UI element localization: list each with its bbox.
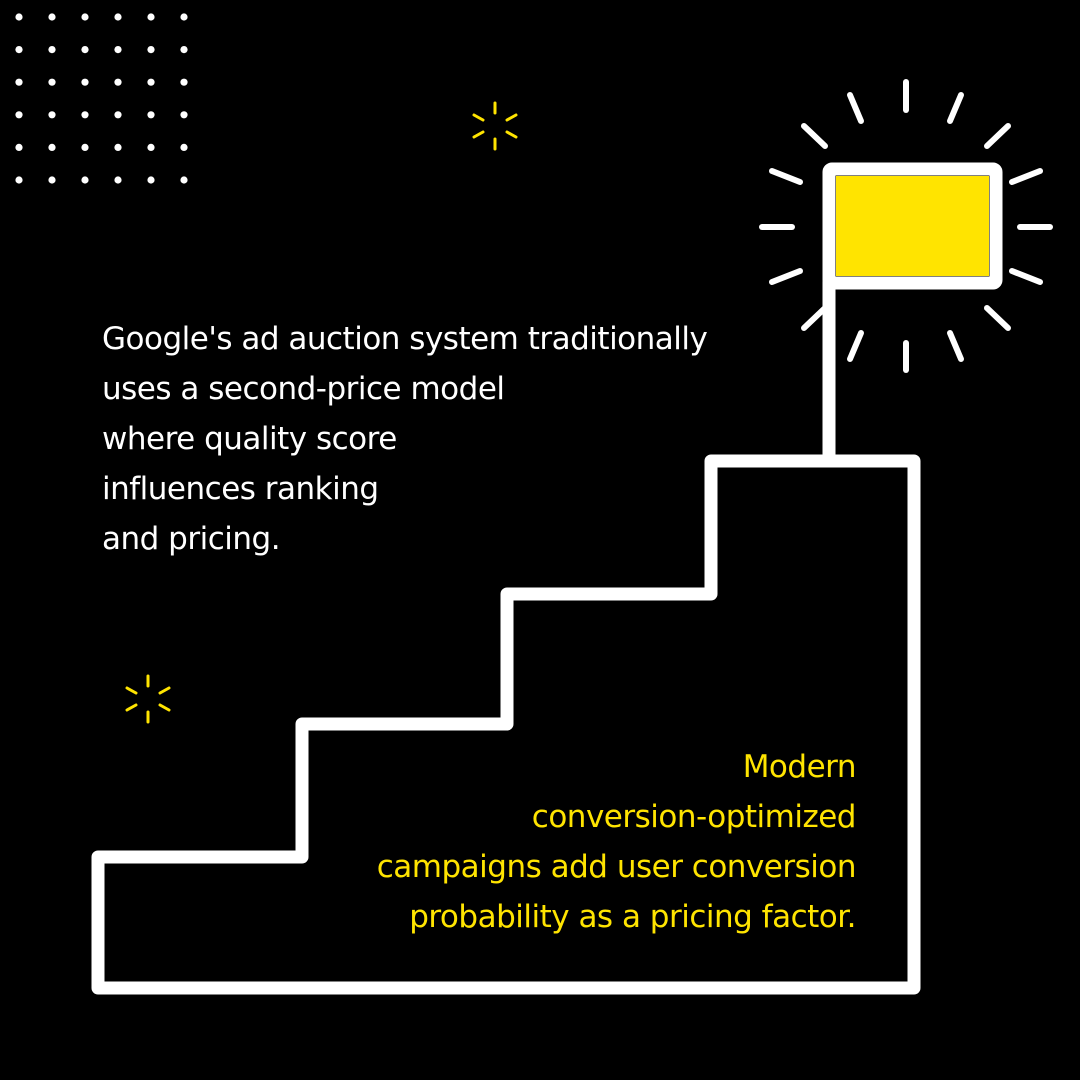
grid-dot — [48, 46, 56, 54]
grid-dot — [48, 13, 56, 21]
grid-dot — [114, 111, 122, 119]
dot-grid — [15, 13, 188, 184]
grid-dot — [15, 13, 23, 21]
grid-dot — [15, 111, 23, 119]
stairs-icon — [91, 454, 921, 995]
main-text-line: uses a second-price model — [102, 371, 505, 407]
sparkle-icon — [125, 674, 171, 724]
grid-dot — [48, 111, 56, 119]
grid-dot — [81, 46, 89, 54]
accent-text-line: probability as a pricing factor. — [409, 899, 856, 935]
grid-dot — [15, 46, 23, 54]
accent-paragraph: Modern conversion-optimized campaigns ad… — [376, 742, 857, 942]
accent-text-line: conversion-optimized — [531, 799, 857, 835]
grid-dot — [15, 78, 23, 86]
grid-dot — [81, 13, 89, 21]
grid-dot — [180, 46, 188, 54]
grid-dot — [180, 176, 188, 184]
flag-fill — [836, 176, 989, 276]
accent-text-line: campaigns add user conversion — [376, 849, 857, 885]
main-text-line: where quality score — [102, 421, 397, 457]
grid-dot — [180, 13, 188, 21]
grid-dot — [81, 111, 89, 119]
main-text-line: Google's ad auction system traditionally — [102, 321, 708, 357]
grid-dot — [114, 176, 122, 184]
grid-dot — [81, 143, 89, 151]
grid-dot — [180, 111, 188, 119]
grid-dot — [147, 46, 155, 54]
main-text-line: influences ranking — [102, 471, 379, 507]
main-paragraph: Google's ad auction system traditionally… — [102, 314, 708, 564]
flag-rays — [759, 79, 1053, 373]
grid-dot — [114, 46, 122, 54]
grid-dot — [15, 176, 23, 184]
grid-dot — [114, 143, 122, 151]
flag-outline — [822, 162, 1003, 290]
main-text-line: and pricing. — [102, 521, 281, 557]
grid-dot — [48, 78, 56, 86]
grid-dot — [48, 143, 56, 151]
grid-dot — [48, 176, 56, 184]
grid-dot — [81, 176, 89, 184]
grid-dot — [147, 111, 155, 119]
grid-dot — [81, 78, 89, 86]
grid-dot — [114, 78, 122, 86]
grid-dot — [147, 78, 155, 86]
grid-dot — [180, 143, 188, 151]
sparkle-icon — [472, 101, 518, 151]
grid-dot — [147, 13, 155, 21]
grid-dot — [180, 78, 188, 86]
grid-dot — [147, 176, 155, 184]
flag-icon — [822, 162, 1003, 290]
grid-dot — [15, 143, 23, 151]
grid-dot — [114, 13, 122, 21]
accent-text-line: Modern — [742, 749, 857, 785]
grid-dot — [147, 143, 155, 151]
